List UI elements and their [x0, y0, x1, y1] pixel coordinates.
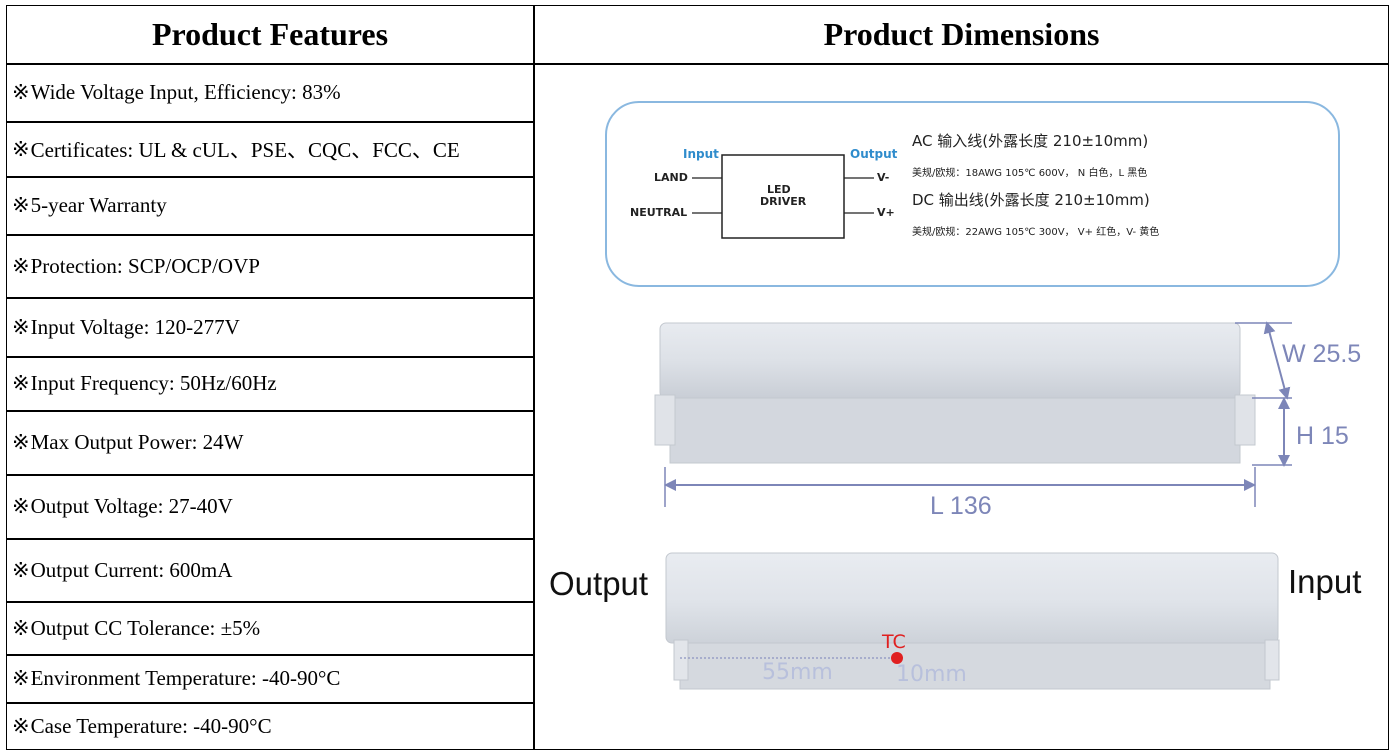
row-divider — [6, 410, 534, 412]
feature-text: Wide Voltage Input, Efficiency: 83% — [30, 80, 341, 104]
input-end-label: Input — [1288, 563, 1362, 600]
header-divider — [6, 63, 1389, 65]
row-divider — [6, 601, 534, 603]
feature-row: ※Environment Temperature: -40-90°C — [12, 655, 527, 702]
feature-marker: ※ — [12, 557, 30, 582]
feature-row: ※Case Temperature: -40-90°C — [12, 703, 527, 750]
dc-spec: 美规/欧规：22AWG 105℃ 300V， V+ 红色，V- 黄色 — [912, 227, 1160, 238]
ac-title: AC 输入线(外露长度 210±10mm) — [912, 132, 1149, 150]
feature-marker: ※ — [12, 136, 30, 161]
feature-row: ※5-year Warranty — [12, 177, 527, 234]
feature-row: ※Wide Voltage Input, Efficiency: 83% — [12, 64, 527, 121]
feature-text: Output Current: 600mA — [30, 557, 233, 582]
feature-text: Case Temperature: -40-90°C — [30, 714, 272, 738]
height-dimension: H 15 — [1296, 422, 1349, 450]
output-label: Output — [850, 147, 898, 161]
feature-text: Input Voltage: 120-277V — [30, 314, 240, 339]
feature-row: ※Output Current: 600mA — [12, 539, 527, 601]
feature-marker: ※ — [12, 666, 30, 690]
feature-row: ※Certificates: UL & cUL、PSE、CQC、FCC、CE — [12, 122, 527, 176]
wiring-diagram-lines — [692, 154, 874, 239]
feature-text: Max Output Power: 24W — [30, 430, 244, 454]
row-divider — [6, 474, 534, 476]
feature-text: Certificates: UL & cUL、PSE、CQC、FCC、CE — [30, 138, 460, 162]
feature-row: ※Output CC Tolerance: ±5% — [12, 602, 527, 654]
driver-label-line1: LED — [767, 183, 791, 196]
table-frame — [6, 5, 1389, 750]
row-divider — [6, 176, 534, 178]
width-dimension: W 25.5 — [1282, 340, 1362, 368]
features-header: Product Features — [151, 16, 389, 52]
feature-row: ※Input Voltage: 120-277V — [12, 298, 527, 356]
feature-row: ※Output Voltage: 27-40V — [12, 475, 527, 538]
feature-text: Environment Temperature: -40-90°C — [30, 666, 341, 690]
driver-label-line2: DRIVER — [760, 195, 807, 208]
feature-marker: ※ — [12, 371, 30, 395]
output-end-label: Output — [549, 565, 649, 602]
length-dimension: L 136 — [930, 492, 992, 520]
feature-row: ※Max Output Power: 24W — [12, 411, 527, 474]
distance-left-label: 55mm — [762, 660, 833, 685]
product-bottom-view — [665, 552, 1280, 690]
v-minus-label: V- — [877, 171, 890, 184]
input-label: Input — [683, 147, 719, 161]
feature-text: Protection: SCP/OCP/OVP — [30, 253, 260, 278]
feature-marker: ※ — [12, 615, 30, 640]
ac-spec: 美规/欧规：18AWG 105℃ 600V， N 白色，L 黑色 — [912, 168, 1148, 179]
feature-text: Output Voltage: 27-40V — [30, 494, 233, 518]
row-divider — [6, 538, 534, 540]
feature-marker: ※ — [12, 494, 30, 518]
distance-right-label: 10mm — [896, 662, 967, 687]
row-divider — [6, 654, 534, 656]
feature-marker: ※ — [12, 253, 30, 278]
neutral-label: NEUTRAL — [630, 206, 688, 219]
feature-row: ※Protection: SCP/OCP/OVP — [12, 235, 527, 297]
feature-text: Input Frequency: 50Hz/60Hz — [30, 371, 277, 395]
feature-text: Output CC Tolerance: ±5% — [30, 615, 261, 640]
dimensions-header: Product Dimensions — [823, 16, 1100, 52]
column-divider — [533, 5, 535, 750]
feature-text: 5-year Warranty — [30, 193, 167, 217]
feature-marker: ※ — [12, 430, 30, 454]
land-label: LAND — [654, 171, 688, 184]
feature-row: ※Input Frequency: 50Hz/60Hz — [12, 357, 527, 410]
product-top-view — [654, 321, 1292, 507]
tc-label: TC — [882, 631, 906, 653]
v-plus-label: V+ — [877, 206, 895, 219]
wiring-diagram-box — [605, 101, 1340, 287]
row-divider — [6, 121, 534, 123]
row-divider — [6, 297, 534, 299]
feature-marker: ※ — [12, 714, 30, 738]
row-divider — [6, 234, 534, 236]
feature-marker: ※ — [12, 314, 30, 339]
dc-title: DC 输出线(外露长度 210±10mm) — [912, 191, 1150, 209]
feature-marker: ※ — [12, 80, 30, 104]
row-divider — [6, 356, 534, 358]
feature-marker: ※ — [12, 193, 30, 217]
row-divider — [6, 702, 534, 704]
